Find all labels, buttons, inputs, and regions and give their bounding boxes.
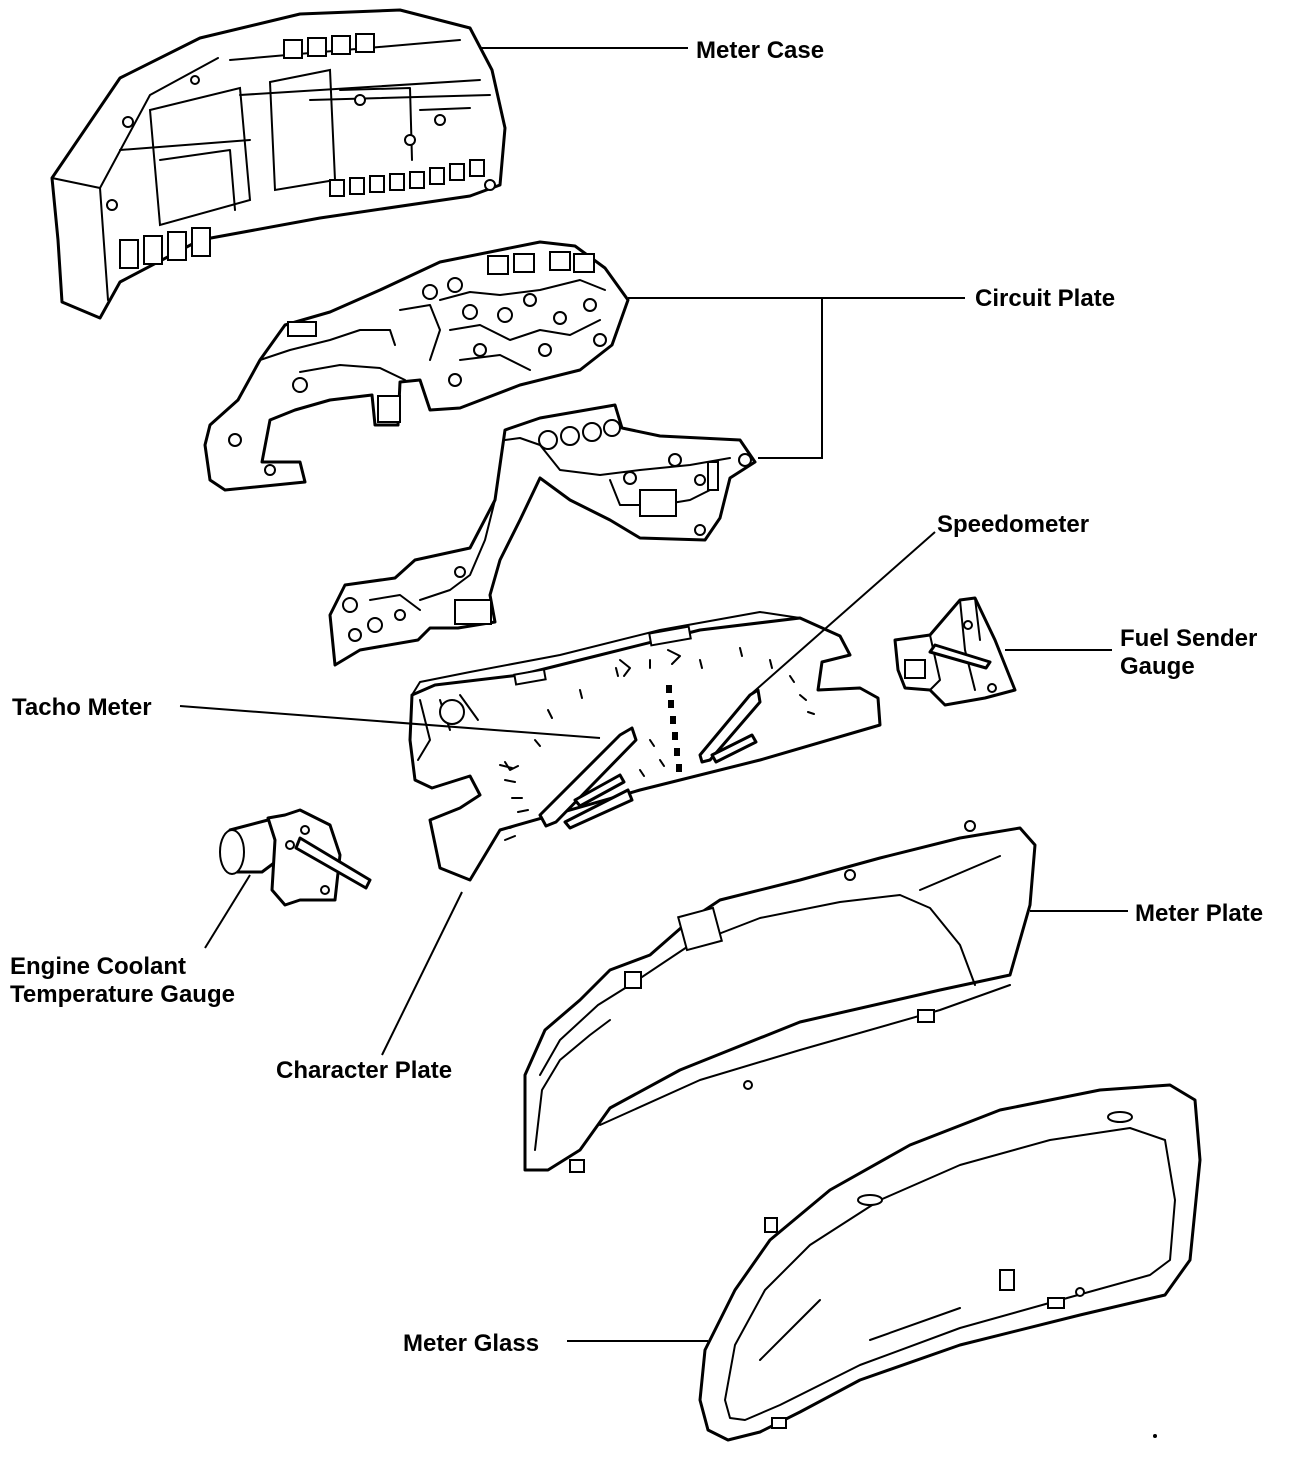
label-engine-coolant-line2: Temperature Gauge xyxy=(10,981,235,1008)
labels: Meter Case Circuit Plate Speedometer Fue… xyxy=(10,37,1263,1357)
circuit-plate-upper-part xyxy=(203,240,630,492)
leader-speedometer xyxy=(749,531,936,696)
engine-coolant-temperature-gauge-part xyxy=(219,808,372,907)
label-meter-glass: Meter Glass xyxy=(403,1330,539,1357)
label-character-plate: Character Plate xyxy=(276,1057,452,1084)
circuit-plate-lower-part xyxy=(328,403,757,667)
leader-character-plate xyxy=(381,891,463,1056)
meter-plate-part xyxy=(523,820,1037,1173)
label-speedometer: Speedometer xyxy=(937,511,1089,538)
label-fuel-sender-line1: Fuel Sender xyxy=(1120,625,1257,652)
label-circuit-plate: Circuit Plate xyxy=(975,285,1115,312)
meter-case-part xyxy=(50,8,507,320)
character-plate-part xyxy=(408,611,882,882)
label-meter-case: Meter Case xyxy=(696,37,824,64)
leader-tacho-meter xyxy=(179,705,601,739)
label-tacho-meter: Tacho Meter xyxy=(12,694,152,721)
meter-glass-part xyxy=(698,1083,1202,1442)
label-engine-coolant-line1: Engine Coolant xyxy=(10,953,186,980)
fuel-sender-gauge-part xyxy=(893,596,1017,707)
leader-circuit-plate-lower xyxy=(758,298,823,459)
label-fuel-sender-line2: Gauge xyxy=(1120,653,1195,680)
leader-engine-coolant xyxy=(204,874,251,949)
label-meter-plate: Meter Plate xyxy=(1135,900,1263,927)
leader-lines xyxy=(179,47,1128,1342)
